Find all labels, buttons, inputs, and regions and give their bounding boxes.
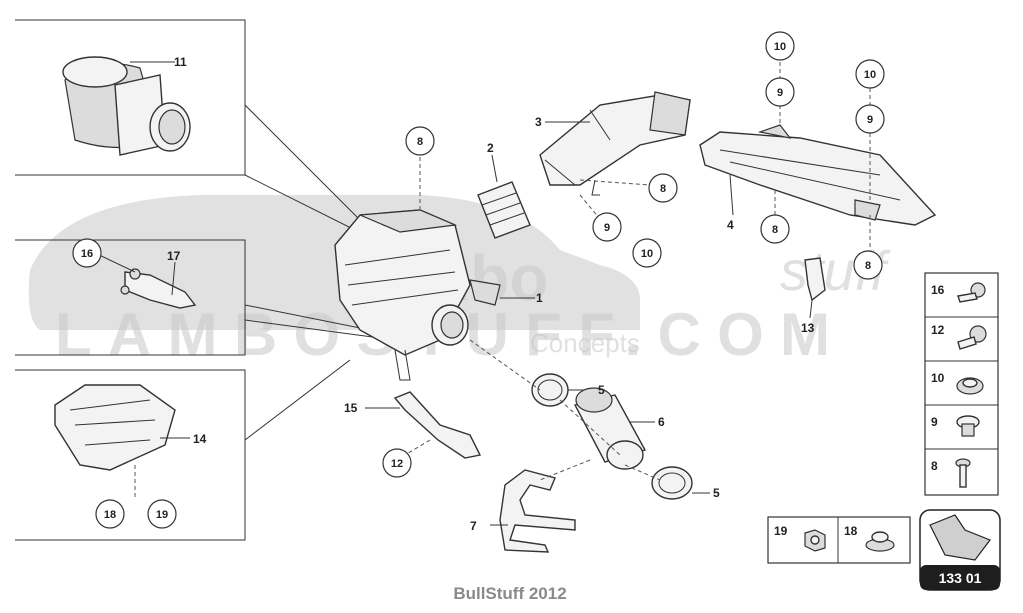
callout-5-upper: 5: [598, 383, 605, 397]
fastener-legend-right: 16 12 10 9 8: [924, 272, 999, 496]
svg-text:12: 12: [391, 458, 403, 470]
circle-10-top2: 10: [855, 59, 885, 89]
circle-9-top1: 9: [765, 77, 795, 107]
svg-text:10: 10: [864, 69, 876, 81]
svg-text:16: 16: [81, 248, 93, 260]
callout-7: 7: [470, 519, 477, 533]
legend-8: 8: [931, 459, 938, 473]
svg-text:9: 9: [604, 222, 610, 234]
callout-17: 17: [167, 249, 181, 263]
page-tag: 133 01: [919, 509, 1001, 591]
circle-10-top1: 10: [765, 31, 795, 61]
circle-8-airbox: 8: [405, 126, 435, 156]
mounting-bracket: [365, 391, 482, 459]
air-box: [334, 209, 535, 381]
svg-text:10: 10: [641, 248, 653, 260]
page-tag-arrow-icon: [929, 514, 991, 561]
legend-18: 18: [844, 524, 858, 538]
watermark-tagline: Concepts: [530, 328, 640, 358]
nut-19-icon: [804, 529, 826, 552]
callout-11: 11: [174, 55, 187, 69]
legend-9: 9: [931, 415, 938, 429]
page-code: 133 01: [939, 570, 982, 586]
legend-16: 16: [931, 283, 945, 297]
circle-9-mid: 9: [592, 212, 622, 242]
callout-14: 14: [193, 432, 207, 446]
circle-10-mid: 10: [632, 238, 662, 268]
hose-clamp-lower: [651, 466, 710, 500]
circle-8-mid: 8: [648, 173, 678, 203]
callout-4: 4: [727, 218, 734, 232]
callout-6: 6: [658, 415, 665, 429]
svg-text:8: 8: [772, 224, 778, 236]
legend-12: 12: [931, 323, 945, 337]
circle-19: 19: [147, 499, 177, 529]
callout-13: 13: [801, 321, 815, 335]
legend-19: 19: [774, 524, 788, 538]
svg-text:8: 8: [865, 260, 871, 272]
grommet-18-icon: [865, 531, 895, 552]
circle-9-top2: 9: [855, 104, 885, 134]
grommet-10-icon: [956, 377, 984, 395]
svg-text:8: 8: [660, 183, 666, 195]
circle-12: 12: [382, 448, 412, 478]
inset-frames: [15, 19, 396, 541]
svg-text:18: 18: [104, 509, 116, 521]
svg-text:19: 19: [156, 509, 168, 521]
svg-text:9: 9: [777, 87, 783, 99]
fastener-legend-bottom: 19 18: [767, 516, 911, 564]
legend-10: 10: [931, 371, 945, 385]
hose: [490, 469, 576, 553]
long-intake-duct: [699, 124, 937, 226]
bellows: [477, 154, 531, 239]
grommet-9-icon: [956, 415, 980, 437]
callout-1: 1: [536, 291, 543, 305]
sensor-part: [94, 252, 197, 309]
coupling-sleeve: [573, 387, 655, 470]
circle-8-duct: 8: [760, 214, 790, 244]
bolt-12-icon: [957, 325, 987, 350]
bolt-8-icon: [955, 458, 971, 488]
svg-text:9: 9: [867, 114, 873, 126]
svg-text:10: 10: [774, 41, 786, 53]
small-bracket: [804, 257, 826, 319]
heat-shield: [54, 384, 190, 500]
circle-18: 18: [95, 499, 125, 529]
footer-credit: BullStuff 2012: [453, 584, 566, 603]
svg-text:8: 8: [417, 136, 423, 148]
circle-8-bracket: 8: [853, 250, 883, 280]
air-filter-element: [62, 56, 191, 156]
circled-references: 8 8 9 10 10 9 8 10 9 8 16 12 18 19: [72, 31, 885, 529]
upper-intake-duct: [539, 91, 691, 196]
callout-15: 15: [344, 401, 358, 415]
assembly-lines: [94, 62, 871, 481]
callout-5-lower: 5: [713, 486, 720, 500]
callout-3: 3: [535, 115, 542, 129]
bolt-16-icon: [957, 282, 986, 303]
circle-16: 16: [72, 238, 102, 268]
callout-numbers: 11 17 14 1 2 3 4 5 5 6 7 13 15: [167, 55, 815, 533]
callout-2: 2: [487, 141, 494, 155]
hose-clamp-upper: [531, 373, 595, 407]
